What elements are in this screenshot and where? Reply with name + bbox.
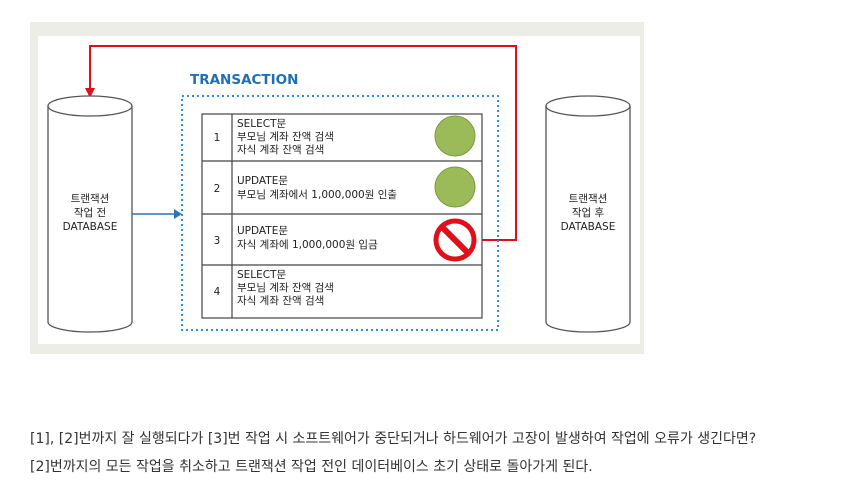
step-line: 자식 계좌에 1,000,000원 입금 — [237, 238, 378, 251]
step-line: 자식 계좌 잔액 검색 — [237, 295, 324, 307]
db-before-line2: 작업 전 — [74, 206, 106, 219]
step-line: 부모님 계좌에서 1,000,000원 인출 — [237, 189, 397, 201]
step-line: 부모님 계좌 잔액 검색 — [237, 131, 334, 143]
caption-line-1: [1], [2]번까지 잘 실행되다가 [3]번 작업 시 소프트웨어가 중단되… — [30, 431, 757, 447]
input-arrowhead — [174, 209, 182, 219]
rollback-arrow — [89, 45, 517, 241]
step-row-4: 4 SELECT문 부모님 계좌 잔액 검색 자식 계좌 잔액 검색 — [214, 269, 334, 307]
step-line: 부모님 계좌 잔액 검색 — [237, 282, 334, 294]
db-after-line1: 트랜잭션 — [569, 193, 608, 205]
step-number: 2 — [214, 183, 221, 195]
step-line: 자식 계좌 잔액 검색 — [237, 144, 324, 156]
step-number: 3 — [214, 235, 221, 247]
caption-line-2: [2]번까지의 모든 작업을 취소하고 트랜잭션 작업 전인 데이터베이스 초기… — [30, 459, 593, 475]
steps-table: 1 SELECT문 부모님 계좌 잔액 검색 자식 계좌 잔액 검색 2 UPD… — [201, 113, 483, 319]
error-prohibited-icon — [433, 218, 477, 262]
step-line: SELECT문 — [237, 269, 287, 281]
error-slash — [439, 224, 471, 256]
db-before-line1: 트랜잭션 — [71, 193, 110, 205]
step-row-3: 3 UPDATE문 자식 계좌에 1,000,000원 입금 — [214, 218, 477, 262]
step-line: SELECT문 — [237, 118, 287, 130]
step-line: UPDATE문 — [237, 175, 288, 187]
db-before-cylinder: 트랜잭션 작업 전 DATABASE — [47, 95, 133, 333]
step-line: UPDATE문 — [237, 225, 288, 237]
db-after-line2: 작업 후 — [572, 206, 605, 219]
db-after-line3: DATABASE — [561, 221, 616, 233]
success-circle-icon — [434, 166, 476, 208]
step-row-2: 2 UPDATE문 부모님 계좌에서 1,000,000원 인출 — [214, 166, 476, 208]
db-after-cylinder: 트랜잭션 작업 후 DATABASE — [545, 95, 631, 333]
transaction-title: TRANSACTION — [190, 72, 298, 88]
db-before-line3: DATABASE — [63, 221, 118, 233]
rollback-arrowhead — [85, 88, 95, 98]
step-number: 4 — [214, 286, 221, 298]
step-number: 1 — [214, 132, 221, 144]
transaction-diagram: 트랜잭션 작업 전 DATABASE 트랜잭션 작업 후 DATABASE TR… — [38, 36, 640, 344]
step-row-1: 1 SELECT문 부모님 계좌 잔액 검색 자식 계좌 잔액 검색 — [214, 115, 476, 157]
diagram-figure: 트랜잭션 작업 전 DATABASE 트랜잭션 작업 후 DATABASE TR… — [30, 22, 644, 354]
success-circle-icon — [434, 115, 476, 157]
